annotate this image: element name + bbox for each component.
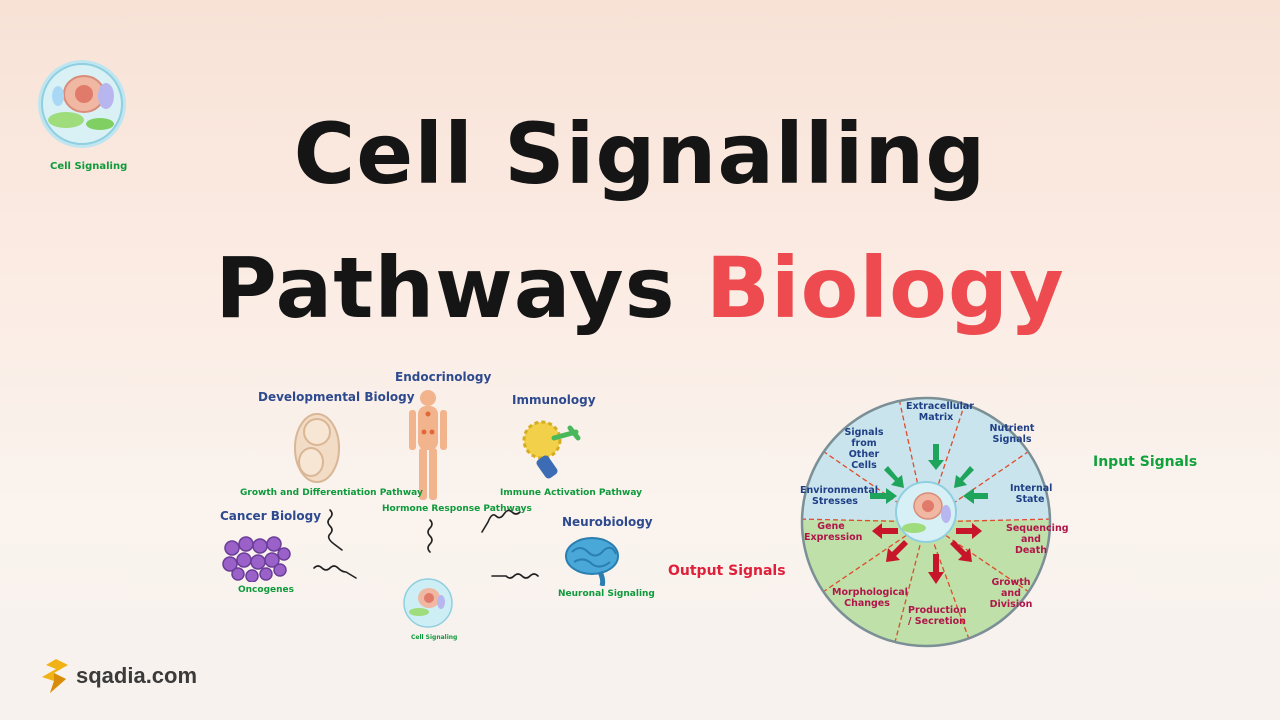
input-signals-other-cells: Signals from Other Cells bbox=[844, 427, 884, 471]
squiggle-arrow-1 bbox=[327, 509, 343, 551]
human-body-icon bbox=[404, 388, 452, 502]
caption-growth-differentiation: Growth and Differentiation Pathway bbox=[240, 488, 423, 498]
topic-immunology: Immunology bbox=[512, 393, 596, 407]
cell-icon bbox=[38, 60, 126, 148]
squiggle-arrows bbox=[313, 509, 539, 579]
page-title-line-1: Cell Signalling bbox=[293, 105, 987, 203]
topic-developmental-biology: Developmental Biology bbox=[258, 390, 415, 404]
brand-logo[interactable]: sqadia.com bbox=[36, 656, 197, 696]
brain-icon bbox=[562, 534, 624, 587]
embryo-icon bbox=[287, 410, 343, 486]
center-cell-icon bbox=[403, 578, 453, 628]
immune-cell-icon bbox=[514, 410, 584, 480]
cell-logo-caption: Cell Signaling bbox=[50, 161, 128, 172]
topic-neurobiology: Neurobiology bbox=[562, 515, 653, 529]
brand-name: sqadia.com bbox=[76, 663, 198, 688]
squiggle-arrow-5 bbox=[491, 573, 539, 579]
caption-oncogenes: Oncogenes bbox=[238, 585, 294, 595]
input-extracellular-matrix: Extracellular Matrix bbox=[906, 401, 974, 423]
input-internal-state: Internal State bbox=[1010, 483, 1053, 505]
input-environmental-stresses: Environmental Stresses bbox=[800, 485, 878, 507]
title-word-pathways: Pathways bbox=[215, 239, 676, 337]
signal-wheel: Extracellular Matrix Nutrient Signals In… bbox=[798, 394, 1069, 650]
title-word-biology: Biology bbox=[705, 239, 1065, 337]
output-sequencing-death: Sequencing and Death bbox=[1006, 523, 1069, 556]
squiggle-arrow-4 bbox=[313, 565, 357, 579]
topic-endocrinology: Endocrinology bbox=[395, 370, 492, 384]
output-signals-label: Output Signals bbox=[668, 563, 786, 579]
output-production-secretion: Production / Secretion bbox=[908, 605, 967, 627]
cell-logo bbox=[36, 58, 128, 150]
squiggle-arrow-3 bbox=[481, 509, 521, 533]
caption-hormone-response: Hormone Response Pathways bbox=[382, 504, 532, 514]
output-growth-division: Growth and Division bbox=[989, 577, 1033, 610]
output-morphological-changes: Morphological Changes bbox=[832, 587, 908, 609]
cancer-cells-icon bbox=[222, 534, 292, 583]
input-nutrient-signals: Nutrient Signals bbox=[989, 423, 1035, 445]
topic-cancer-biology: Cancer Biology bbox=[220, 509, 322, 523]
sqadia-logo-icon bbox=[42, 659, 68, 693]
caption-neuronal-signaling: Neuronal Signaling bbox=[558, 589, 655, 599]
caption-immune-activation: Immune Activation Pathway bbox=[500, 488, 643, 498]
input-signals-label: Input Signals bbox=[1093, 454, 1198, 470]
output-gene-expression: Gene Expression bbox=[804, 521, 863, 543]
caption-center-cell: Cell Signaling bbox=[411, 634, 458, 641]
page-title-line-2: Pathways Biology bbox=[0, 246, 1280, 330]
squiggle-arrow-2 bbox=[427, 519, 433, 553]
